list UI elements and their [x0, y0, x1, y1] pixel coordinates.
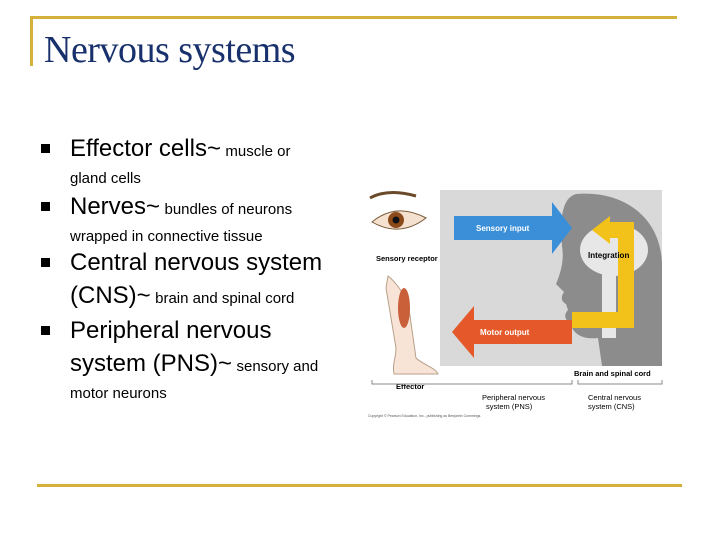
cns-label-line2: system (CNS) — [588, 402, 635, 411]
effector-label: Effector — [396, 382, 424, 391]
pns-bracket — [371, 380, 573, 385]
nervous-system-diagram: Sensory input Motor output Integration S… — [368, 190, 663, 418]
leg-muscle-icon — [385, 275, 439, 375]
bullet-marker — [41, 144, 50, 153]
sensory-input-arrow — [454, 202, 572, 254]
bullet-detail: muscle or — [225, 143, 291, 160]
bullet-detail: brain and spinal cord — [155, 290, 295, 307]
bullet-detail-cont: gland cells — [70, 170, 141, 187]
bullet-marker — [41, 258, 50, 267]
pns-label-line2: system (PNS) — [486, 402, 533, 411]
bullet-main: Nerves~ — [70, 193, 161, 220]
eye-icon — [369, 191, 427, 230]
motor-output-arrow — [452, 306, 572, 358]
bullet-main-line1: Peripheral nervous — [70, 317, 272, 344]
integration-arrowhead — [592, 216, 610, 244]
bullet-main-line1: Central nervous system — [70, 249, 323, 276]
cns-label: Central nervous — [588, 393, 641, 402]
brain-spinal-label: Brain and spinal cord — [574, 369, 651, 378]
bullet-marker — [41, 326, 50, 335]
frame-top-line — [30, 16, 677, 19]
bullet-detail-cont: wrapped in connective tissue — [70, 228, 263, 245]
bullet-marker — [41, 202, 50, 211]
slide-title: Nervous systems — [44, 29, 296, 71]
integration-loop — [572, 222, 634, 328]
bullet-detail: bundles of neurons — [164, 201, 293, 218]
cns-bracket — [577, 380, 663, 385]
bullet-main-line2: (CNS)~ — [70, 282, 151, 309]
frame-bottom-line — [37, 484, 682, 487]
bullet-main: Effector cells~ — [70, 135, 221, 162]
sensory-input-label: Sensory input — [476, 224, 530, 233]
bullet-detail-cont: motor neurons — [70, 385, 167, 402]
bullet-detail: sensory and — [236, 358, 319, 375]
integration-label: Integration — [588, 251, 629, 260]
pns-label: Peripheral nervous — [482, 393, 545, 402]
motor-output-label: Motor output — [480, 328, 530, 337]
copyright-text: Copyright © Pearson Education, Inc., pub… — [368, 414, 481, 418]
sensory-receptor-label: Sensory receptor — [376, 254, 438, 263]
bullet-main-line2: system (PNS)~ — [70, 350, 233, 377]
frame-left-line — [30, 16, 33, 66]
